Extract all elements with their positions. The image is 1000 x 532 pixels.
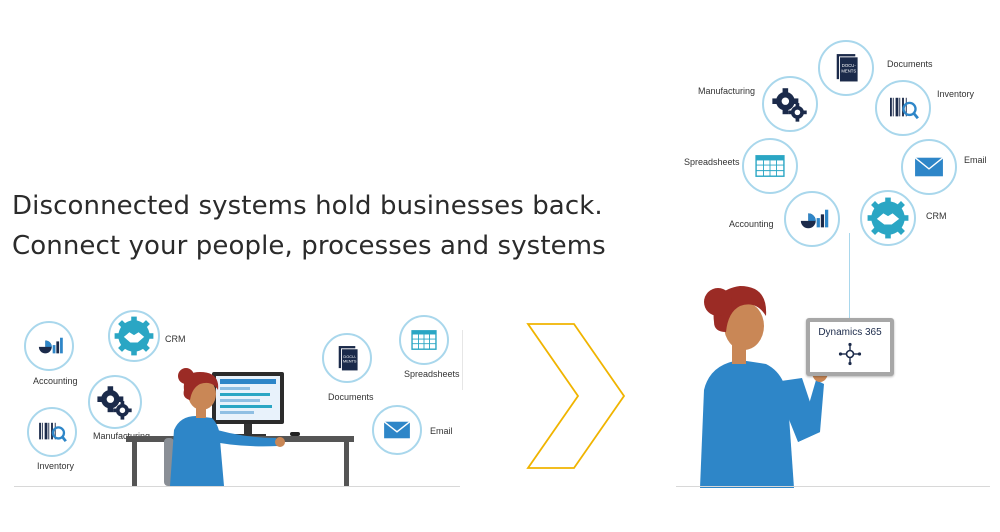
accounting-label: Accounting xyxy=(33,376,78,386)
tablet-title: Dynamics 365 xyxy=(818,327,882,338)
crm-label: CRM xyxy=(926,211,947,221)
manufacturing-icon xyxy=(88,375,142,429)
manufacturing-label: Manufacturing xyxy=(698,86,756,96)
documents-icon: DOCU- MENTS xyxy=(818,40,874,96)
email-icon xyxy=(901,139,957,195)
manufacturing-label: Manufacturing xyxy=(93,431,151,441)
crm-icon xyxy=(108,310,160,362)
dynamics-logo-icon xyxy=(838,342,862,366)
connector-line xyxy=(849,233,850,321)
headline-line-2: Connect your people, processes and syste… xyxy=(12,231,606,261)
inventory-icon xyxy=(27,407,77,457)
dynamics-365-tablet: Dynamics 365 xyxy=(806,318,894,376)
accounting-label: Accounting xyxy=(729,219,774,229)
documents-icon-text-1: DOCU- xyxy=(343,355,356,359)
chevron-right-icon xyxy=(526,323,626,469)
inventory-label: Inventory xyxy=(937,89,975,99)
crm-icon xyxy=(860,190,916,246)
email-label: Email xyxy=(964,155,987,165)
email-label: Email xyxy=(430,426,453,436)
manufacturing-icon xyxy=(762,76,818,132)
documents-icon-text-1: DOCU- xyxy=(842,63,857,68)
left-divider xyxy=(462,330,463,390)
spreadsheets-label: Spreadsheets xyxy=(404,369,460,379)
headline: Disconnected systems hold businesses bac… xyxy=(12,186,606,266)
documents-icon-text-2: MENTS xyxy=(343,360,357,364)
accounting-icon xyxy=(784,191,840,247)
documents-icon: DOCU- MENTS xyxy=(322,333,372,383)
person-with-tablet-illustration xyxy=(700,286,828,488)
left-ground-line xyxy=(14,486,460,487)
right-scene: DOCU- MENTS Documents Inventory Email xyxy=(660,0,1000,500)
spreadsheets-icon xyxy=(742,138,798,194)
left-scene: Accounting CRM xyxy=(0,300,470,500)
spreadsheets-icon xyxy=(399,315,449,365)
inventory-icon xyxy=(875,80,931,136)
person-at-desk-illustration xyxy=(126,368,354,486)
documents-label: Documents xyxy=(328,392,374,402)
documents-icon-text-2: MENTS xyxy=(841,69,856,74)
documents-label: Documents xyxy=(887,59,933,69)
headline-line-1: Disconnected systems hold businesses bac… xyxy=(12,191,603,221)
spreadsheets-label: Spreadsheets xyxy=(684,157,740,167)
inventory-label: Inventory xyxy=(37,461,75,471)
right-ground-line xyxy=(676,486,990,487)
crm-label: CRM xyxy=(165,334,186,344)
email-icon xyxy=(372,405,422,455)
accounting-icon xyxy=(24,321,74,371)
